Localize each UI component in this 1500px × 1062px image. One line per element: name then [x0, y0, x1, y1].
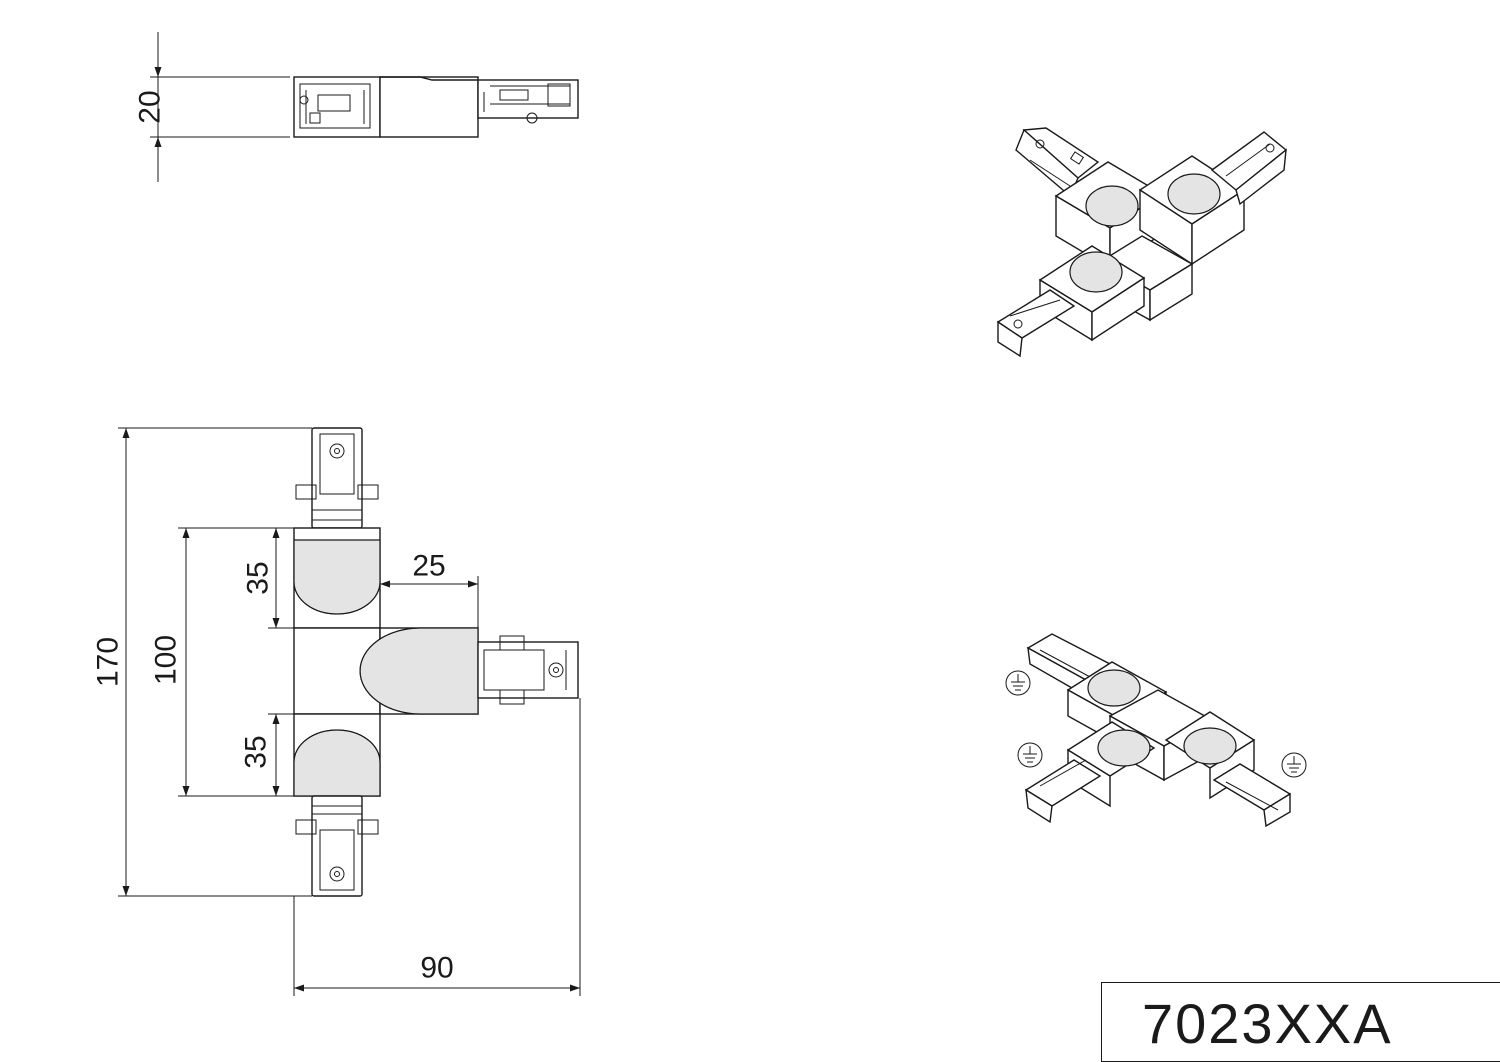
dim-inner-height: 100	[150, 635, 183, 685]
dim-overall-width-line	[293, 698, 581, 996]
dim-lower-segment-line	[268, 713, 294, 796]
earth-symbol-icon	[1005, 670, 1031, 696]
earth-symbol-icon	[1017, 742, 1043, 768]
dim-inner-height-line	[178, 527, 294, 797]
dim-overall-height-line	[118, 427, 312, 897]
dim-height-side: 20	[134, 90, 167, 123]
earth-symbol-icon	[1281, 752, 1307, 778]
dim-upper-segment: 35	[242, 561, 275, 594]
title-block: 7023XXA	[1101, 982, 1500, 1062]
dim-branch-offset-line	[380, 576, 479, 628]
isometric-view-bottom	[1005, 633, 1307, 828]
dim-overall-height: 170	[92, 637, 125, 687]
product-code: 7023XXA	[1142, 992, 1393, 1055]
dim-branch-offset: 25	[412, 550, 445, 583]
top-view	[293, 427, 579, 897]
technical-drawing: 20	[92, 32, 1307, 996]
dim-upper-segment-line	[268, 528, 294, 629]
dim-overall-width: 90	[420, 952, 453, 985]
side-view	[150, 32, 579, 182]
dim-lower-segment: 35	[240, 735, 273, 768]
isometric-view-top	[996, 127, 1288, 358]
